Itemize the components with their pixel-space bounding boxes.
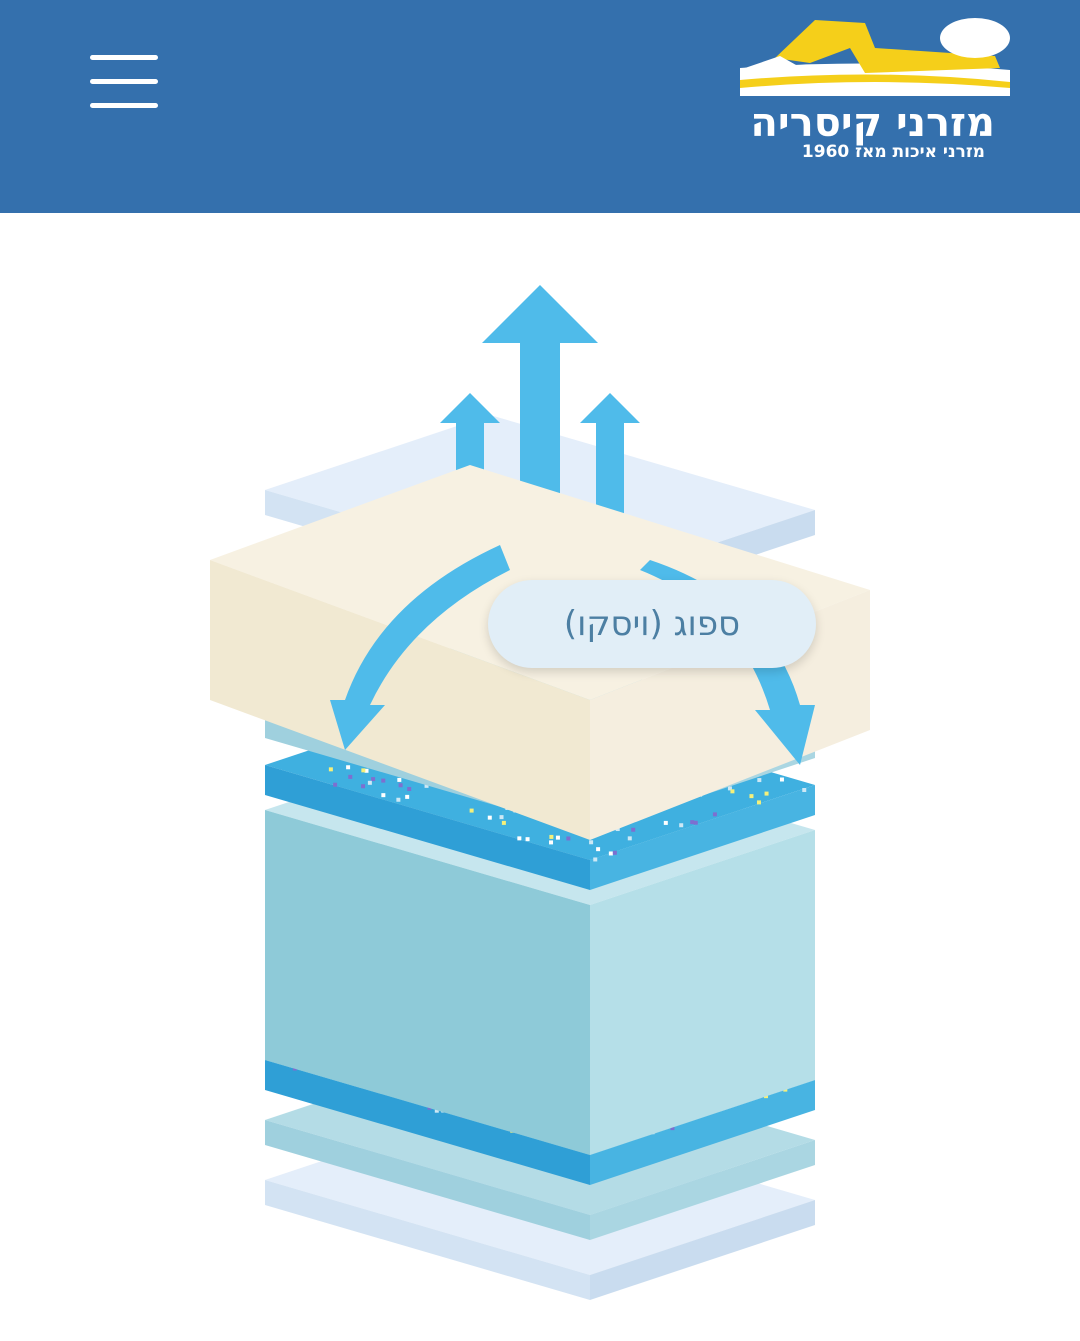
sprinkle-particle: [500, 815, 504, 819]
sprinkle-particle: [399, 783, 403, 787]
sprinkle-particle: [549, 840, 553, 844]
sprinkle-particle: [526, 837, 530, 841]
sprinkle-particle: [361, 784, 365, 788]
sleeper-logo-icon: [735, 8, 1015, 103]
sprinkle-particle: [381, 779, 385, 783]
sprinkle-particle: [664, 821, 668, 825]
sprinkle-particle: [502, 821, 506, 825]
sprinkle-particle: [329, 767, 333, 771]
sprinkle-particle: [765, 792, 769, 796]
sprinkle-particle: [407, 787, 411, 791]
sprinkle-particle: [470, 809, 474, 813]
sprinkle-particle: [361, 768, 365, 772]
sprinkle-particle: [713, 812, 717, 816]
hamburger-menu-icon[interactable]: [90, 55, 158, 109]
sprinkle-particle: [596, 847, 600, 851]
brand-logo[interactable]: מזרני קיסריה מזרני איכות מאז 1960: [735, 8, 1015, 163]
sprinkle-particle: [613, 851, 617, 855]
sprinkle-particle: [368, 781, 372, 785]
site-header: מזרני קיסריה מזרני איכות מאז 1960: [0, 0, 1080, 213]
sprinkle-particle: [348, 775, 352, 779]
sprinkle-particle: [405, 795, 409, 799]
sprinkle-particle: [371, 777, 375, 781]
sprinkle-particle: [593, 857, 597, 861]
sprinkle-particle: [757, 800, 761, 804]
sprinkle-particle: [346, 765, 350, 769]
sprinkle-particle: [589, 840, 593, 844]
sprinkle-particle: [628, 836, 632, 840]
sprinkle-particle: [397, 778, 401, 782]
sprinkle-particle: [757, 778, 761, 782]
sprinkle-particle: [333, 783, 337, 787]
sprinkle-particle: [730, 789, 734, 793]
sprinkle-particle: [690, 820, 694, 824]
sprinkle-particle: [566, 836, 570, 840]
sprinkle-particle: [631, 828, 635, 832]
sprinkle-particle: [517, 836, 521, 840]
sprinkle-particle: [381, 793, 385, 797]
sprinkle-particle: [488, 816, 492, 820]
sprinkle-particle: [694, 821, 698, 825]
sprinkle-particle: [780, 777, 784, 781]
sprinkle-particle: [749, 794, 753, 798]
sprinkle-particle: [556, 836, 560, 840]
sprinkle-particle: [396, 798, 400, 802]
mattress-layers-illustration: [0, 213, 1080, 1341]
layer-label: ספוג (ויסקו): [488, 580, 816, 668]
sprinkle-particle: [549, 835, 553, 839]
sprinkle-particle: [609, 851, 613, 855]
logo-tagline: מזרני איכות מאז 1960: [802, 142, 985, 162]
sprinkle-particle: [802, 788, 806, 792]
logo-name: מזרני קיסריה: [750, 100, 995, 146]
sprinkle-particle: [679, 823, 683, 827]
